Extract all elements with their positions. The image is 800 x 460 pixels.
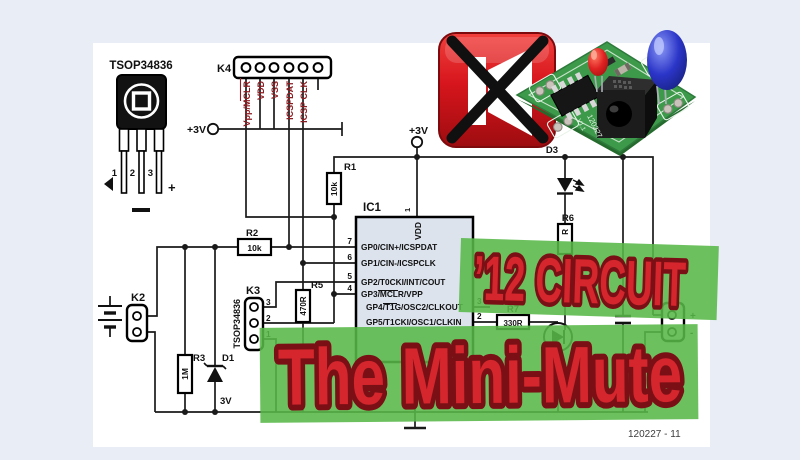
pcb-soic-chip [550, 71, 600, 121]
plus3v-left-label: +3V [187, 124, 206, 136]
ic1-label: IC1 [363, 202, 382, 214]
pcb-red-led [588, 48, 608, 93]
r3-label: R3 [193, 353, 205, 364]
ic1-pin2-number: 2 [477, 311, 482, 321]
banner-circuit: ’12 CIRCUIT [458, 238, 719, 325]
k3-pin2-number: 2 [266, 313, 271, 323]
junction-dots [182, 154, 626, 415]
r5-label: R5 [311, 280, 324, 291]
k3-connector: K3 TSOP34836 3 2 1 [232, 285, 271, 352]
r1-label: R1 [344, 162, 357, 173]
k2-label: K2 [131, 292, 145, 304]
tsop-pin1-number: 1 [112, 168, 118, 179]
plus3v-top-terminal [410, 135, 424, 149]
ic1-row-gp1: GP1/CIN-/ICSPCLK [361, 258, 436, 268]
banner-circuit-svg: ’12 CIRCUIT [468, 239, 691, 325]
ic1-row-gp5: GP5/T1CKI/OSC1/CLKIN [366, 317, 461, 327]
r6-label: R6 [562, 213, 574, 224]
plus3v-top-label: +3V [409, 125, 428, 137]
ic1-vdd-label: VDD [413, 222, 423, 240]
x-cross-icon [446, 35, 549, 144]
r2-value: 10k [247, 243, 261, 253]
no-sound-crossed-icon [438, 32, 556, 148]
d3-label: D3 [546, 145, 558, 156]
k4-pin-label-icspclk: ICSP CLK [299, 81, 309, 123]
k4-pin-label-vss: VSS [270, 81, 280, 99]
ic1-pin6-number: 6 [347, 252, 352, 262]
tsop-device-symbol: TSOP34836 1 2 3 + [104, 60, 176, 212]
power-terminals: +3V +3V [187, 122, 428, 149]
tsop-pin3-number: 3 [148, 168, 153, 179]
tsop-device-label: TSOP34836 [109, 60, 172, 72]
pcb-photo: 120227 V1.1 [515, 30, 697, 156]
k4-pin-label-vpp-mclr: Vpp/MCLR [242, 81, 252, 127]
k3-pin3-number: 3 [266, 297, 271, 307]
d1-label: D1 [222, 353, 235, 364]
d1-value: 3V [220, 396, 232, 407]
polarity-arrow-icon [104, 177, 113, 191]
tsop-lens-ring [123, 83, 160, 119]
k4-pin-label-icspdat: ICSPDAT [285, 81, 295, 120]
pcb-ir-receiver [597, 76, 657, 138]
tsop-plus-sign: + [168, 180, 176, 195]
banner-minimute: The Mini-Mute [259, 323, 699, 428]
ic1-row-gp0: GP0/CIN+/ICSPDAT [361, 242, 437, 252]
k2-connector: K2 [125, 292, 149, 343]
ic1-row-gp2: GP2/T0CKI/INT/COUT [361, 277, 445, 287]
ic1-row-gp3: GP3/MCLR/VPP [361, 289, 423, 299]
diodes: D1 3V D3 [203, 145, 585, 407]
ic1-pin7-number: 7 [347, 236, 352, 246]
r1-value: 10k [329, 182, 339, 196]
tsop-pin2-number: 2 [130, 168, 135, 179]
pcb-silkscreen-border [527, 49, 684, 143]
pcb-silk-version: V1.1 [575, 118, 586, 132]
pcb-blue-led [647, 30, 687, 105]
ic1-row-gp4: GP4/T1G/OSC2/CLKOUT [366, 302, 463, 312]
ic1-pin1-number: 1 [403, 208, 412, 212]
k3-label: K3 [246, 285, 260, 297]
ic1-pin4-number: 4 [347, 283, 352, 293]
banner-minimute-text: The Mini-Mute [278, 329, 683, 422]
banner-circuit-text: ’12 CIRCUIT [473, 243, 687, 320]
r7-value: 330R [503, 319, 522, 328]
k4-label: K4 [217, 63, 232, 75]
tsop-lens-square [131, 91, 152, 111]
k3-device-label: TSOP34836 [232, 299, 242, 349]
r3-value: 1M [180, 368, 190, 380]
banner-minimute-svg: The Mini-Mute [272, 323, 689, 428]
r6-value-visible: R [561, 229, 570, 235]
ic1-pin5-number: 5 [347, 271, 352, 281]
r5-value: 470R [299, 296, 308, 315]
k4-pin-label-vdd: VDD [256, 81, 266, 101]
figure-number: 120227 - 11 [628, 429, 681, 440]
plus3v-left-terminal [206, 122, 220, 136]
tsop-ground-bar-icon [132, 208, 150, 212]
tsop-legs [118, 128, 165, 194]
r2-label: R2 [246, 228, 258, 239]
battery-icon [98, 296, 122, 337]
k4-connector: K4 Vpp/MCLR VDD VSS ICSPDAT ICSP CLK [217, 55, 333, 127]
